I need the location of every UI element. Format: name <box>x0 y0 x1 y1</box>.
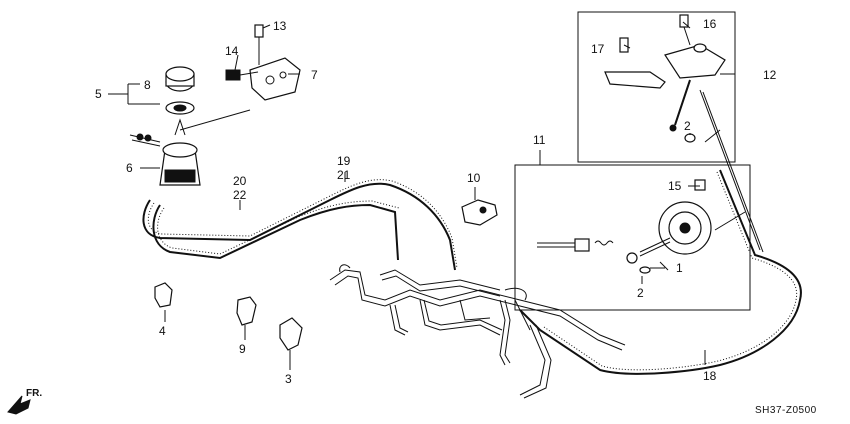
front-direction-label: FR. <box>26 388 42 399</box>
callout-labels: 1 2 2 3 4 5 6 7 8 9 10 11 12 13 14 15 16… <box>95 17 777 386</box>
front-direction-arrow: FR. <box>7 388 42 415</box>
callout-1: 1 <box>676 261 683 275</box>
callout-10: 10 <box>467 171 481 185</box>
actuator-assembly <box>129 66 251 186</box>
callout-20: 20 <box>233 174 247 188</box>
middle-right-unit <box>537 179 746 274</box>
callout-19: 19 <box>337 154 351 168</box>
callout-13: 13 <box>273 19 287 33</box>
callout-18: 18 <box>703 369 717 383</box>
callout-2-upper: 2 <box>684 119 691 133</box>
upper-right-unit <box>604 14 726 143</box>
callout-14: 14 <box>225 44 239 58</box>
callout-9: 9 <box>239 342 246 356</box>
callout-21: 21 <box>337 168 351 182</box>
callout-12: 12 <box>763 68 777 82</box>
leader-lines <box>108 21 735 370</box>
callout-8: 8 <box>144 78 151 92</box>
callout-17: 17 <box>591 42 605 56</box>
callout-7: 7 <box>311 68 318 82</box>
callout-5: 5 <box>95 87 102 101</box>
callout-15: 15 <box>668 179 682 193</box>
callout-16: 16 <box>703 17 717 31</box>
callout-2-lower: 2 <box>637 286 644 300</box>
callout-3: 3 <box>285 372 292 386</box>
diagram-code: SH37-Z0500 <box>755 405 817 416</box>
clips <box>154 199 498 351</box>
callout-22: 22 <box>233 188 247 202</box>
callout-6: 6 <box>126 161 133 175</box>
pipe-assembly <box>329 264 626 399</box>
callout-4: 4 <box>159 324 166 338</box>
bracket-assembly <box>225 24 301 101</box>
sub-assembly-frames <box>514 11 751 311</box>
callout-11: 11 <box>533 133 546 147</box>
